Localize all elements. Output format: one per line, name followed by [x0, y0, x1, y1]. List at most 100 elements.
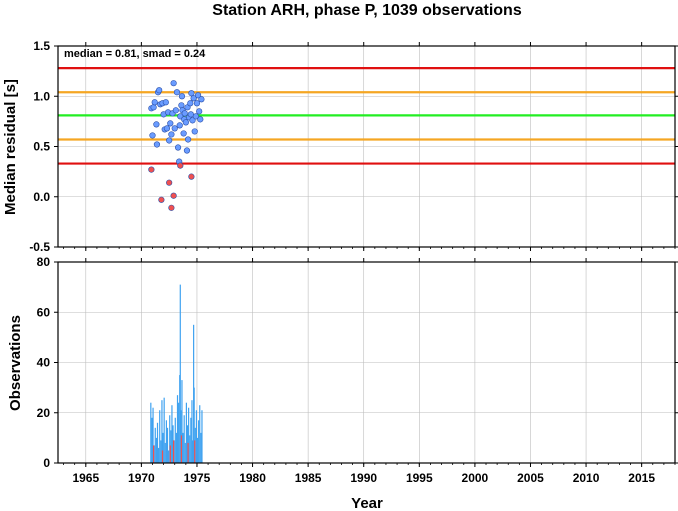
bar — [169, 445, 171, 463]
data-point — [172, 107, 179, 114]
observations-bars — [150, 284, 203, 463]
bar — [158, 447, 160, 463]
bar — [152, 407, 154, 463]
data-point — [189, 117, 196, 124]
bar — [173, 440, 175, 463]
data-point — [180, 130, 187, 137]
data-point — [190, 95, 197, 102]
x-tick-label: 1970 — [128, 471, 155, 485]
bar — [182, 432, 184, 463]
x-tick-label: 2000 — [462, 471, 489, 485]
bar — [184, 442, 186, 463]
x-tick-label: 2015 — [628, 471, 655, 485]
bar — [162, 432, 164, 463]
bar — [180, 435, 182, 463]
data-point — [173, 89, 181, 96]
bar — [164, 442, 166, 463]
bar — [194, 440, 196, 463]
y-tick-label: 60 — [37, 305, 51, 319]
x-tick-label: 1965 — [72, 471, 99, 485]
residual-points — [148, 80, 205, 211]
bar — [181, 380, 183, 463]
bar — [199, 405, 201, 463]
bar — [163, 397, 165, 463]
data-point — [183, 147, 191, 154]
data-point — [194, 92, 202, 99]
data-point — [177, 162, 184, 169]
data-point — [198, 96, 205, 103]
y-tick-label: 80 — [37, 255, 51, 269]
data-point — [176, 122, 183, 129]
residual-panel: -0.50.00.51.01.5 median = 0.81, smad = 0… — [2, 39, 678, 254]
bar — [179, 284, 181, 463]
observations-y-label: Observations — [7, 315, 24, 411]
data-point — [150, 104, 157, 111]
bar — [154, 427, 156, 463]
x-tick-label: 1990 — [350, 471, 377, 485]
data-point — [187, 100, 194, 107]
data-point — [174, 144, 182, 151]
bar — [165, 420, 167, 463]
data-point — [188, 90, 195, 97]
bar — [196, 437, 199, 463]
bar — [190, 417, 192, 463]
data-point — [153, 141, 161, 148]
data-point — [156, 87, 163, 94]
data-point — [171, 125, 178, 132]
bar — [198, 420, 200, 463]
data-point — [178, 93, 186, 100]
data-point — [163, 125, 171, 132]
residual-y-ticks: -0.50.00.51.01.5 — [29, 39, 678, 254]
bar — [201, 410, 203, 463]
observations-panel: 0 20 40 60 80 1965 1970 1975 1980 1985 1990 1995 20… — [7, 255, 678, 485]
y-tick-label: 1.0 — [33, 89, 50, 103]
x-tick-label: 2005 — [517, 471, 544, 485]
data-point — [182, 119, 189, 126]
bar — [151, 417, 153, 463]
bar — [155, 437, 157, 463]
data-point — [181, 110, 188, 117]
bar — [188, 407, 190, 463]
bar — [187, 442, 189, 463]
x-tick-label: 1980 — [239, 471, 266, 485]
y-tick-label: 0 — [43, 456, 50, 470]
bar — [166, 427, 169, 463]
bar — [161, 450, 164, 463]
bar — [160, 440, 162, 463]
data-point — [170, 80, 177, 87]
x-axis-label: Year — [351, 495, 383, 511]
bar — [168, 450, 170, 463]
bar — [195, 410, 198, 463]
bar — [191, 400, 193, 463]
data-point — [197, 116, 204, 123]
bar — [200, 432, 202, 463]
bar — [169, 415, 171, 463]
bar — [176, 395, 179, 463]
bar — [193, 387, 195, 463]
data-point — [178, 102, 185, 109]
observations-y-ticks: 0 20 40 60 80 — [37, 255, 678, 470]
data-point — [153, 121, 160, 128]
y-tick-label: 0.5 — [33, 140, 50, 154]
bar — [150, 402, 152, 463]
data-point — [167, 120, 174, 127]
x-tick-label: 1975 — [184, 471, 211, 485]
bar — [178, 402, 180, 463]
bar — [174, 417, 176, 463]
residual-grid — [58, 45, 675, 248]
bar — [185, 402, 188, 463]
data-point — [151, 99, 158, 106]
x-tick-label: 1985 — [295, 471, 322, 485]
data-point — [191, 128, 198, 135]
y-tick-label: -0.5 — [29, 240, 50, 254]
residual-reference-lines — [58, 67, 675, 165]
x-tick-label: 1995 — [406, 471, 433, 485]
y-tick-label: 20 — [37, 406, 51, 420]
bar — [159, 410, 161, 463]
data-point — [196, 108, 203, 115]
bar — [189, 435, 191, 463]
residual-y-label: Median residual [s] — [2, 79, 19, 215]
y-tick-label: 40 — [37, 356, 51, 370]
